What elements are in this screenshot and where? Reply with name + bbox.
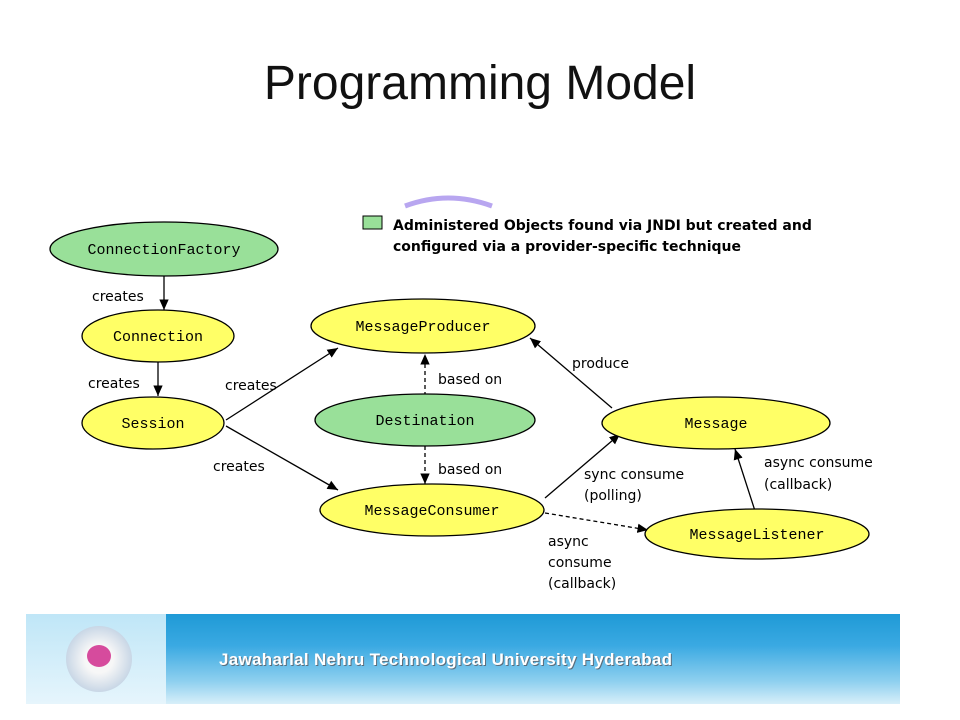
node-connection-factory-label: ConnectionFactory xyxy=(87,242,240,259)
edge-session-to-producer xyxy=(225,347,339,421)
node-message-listener xyxy=(644,508,870,560)
university-seal-icon xyxy=(66,626,132,692)
edge-message-to-producer xyxy=(529,337,613,409)
slide-title: Programming Model xyxy=(263,57,697,110)
node-message-producer xyxy=(310,298,536,354)
node-message xyxy=(601,396,831,450)
edge-consumer-to-message xyxy=(544,433,621,499)
footer-university-name: Jawaharlal Nehru Technological Universit… xyxy=(219,650,673,669)
node-message-consumer xyxy=(319,483,545,537)
legend-line-1: Administered Objects found via JNDI but … xyxy=(393,218,812,234)
label-async-consumer-1: async xyxy=(548,534,589,550)
node-message-consumer-label: MessageConsumer xyxy=(364,503,499,520)
label-async-listener-callback: (callback) xyxy=(764,477,832,493)
edge-session-to-consumer xyxy=(225,425,339,491)
node-message-label: Message xyxy=(684,416,747,433)
edge-listener-to-message xyxy=(733,448,757,515)
node-destination-label: Destination xyxy=(375,413,474,430)
footer-banner: Jawaharlal Nehru Technological Universit… xyxy=(26,614,900,704)
node-connection-factory xyxy=(49,221,279,277)
node-connection-label: Connection xyxy=(113,329,203,346)
seal-emblem xyxy=(87,645,111,667)
node-destination xyxy=(314,393,536,447)
label-producer-based-on: based on xyxy=(438,372,502,388)
programming-model-diagram: Administered Objects found via JNDI but … xyxy=(49,195,873,592)
edge-consumer-to-listener xyxy=(544,512,649,533)
node-connection xyxy=(81,309,235,363)
node-message-listener-label: MessageListener xyxy=(689,527,824,544)
label-factory-creates: creates xyxy=(92,289,144,305)
label-sync-polling: (polling) xyxy=(584,488,642,504)
node-session-label: Session xyxy=(121,416,184,433)
label-async-listener-consume: async consume xyxy=(764,455,873,471)
legend-line-2: configured via a provider-specific techn… xyxy=(393,239,741,255)
footer-logo-panel xyxy=(26,614,166,704)
label-produce: produce xyxy=(572,356,629,372)
label-connection-creates: creates xyxy=(88,376,140,392)
node-session xyxy=(81,396,225,450)
decorative-arc xyxy=(404,195,493,209)
label-session-creates-producer: creates xyxy=(225,378,277,394)
label-session-creates-consumer: creates xyxy=(213,459,265,475)
node-message-producer-label: MessageProducer xyxy=(355,319,490,336)
label-async-consumer-3: (callback) xyxy=(548,576,616,592)
label-consumer-based-on: based on xyxy=(438,462,502,478)
label-async-consumer-2: consume xyxy=(548,555,612,571)
legend-swatch xyxy=(362,215,383,230)
label-sync-consume: sync consume xyxy=(584,467,684,483)
